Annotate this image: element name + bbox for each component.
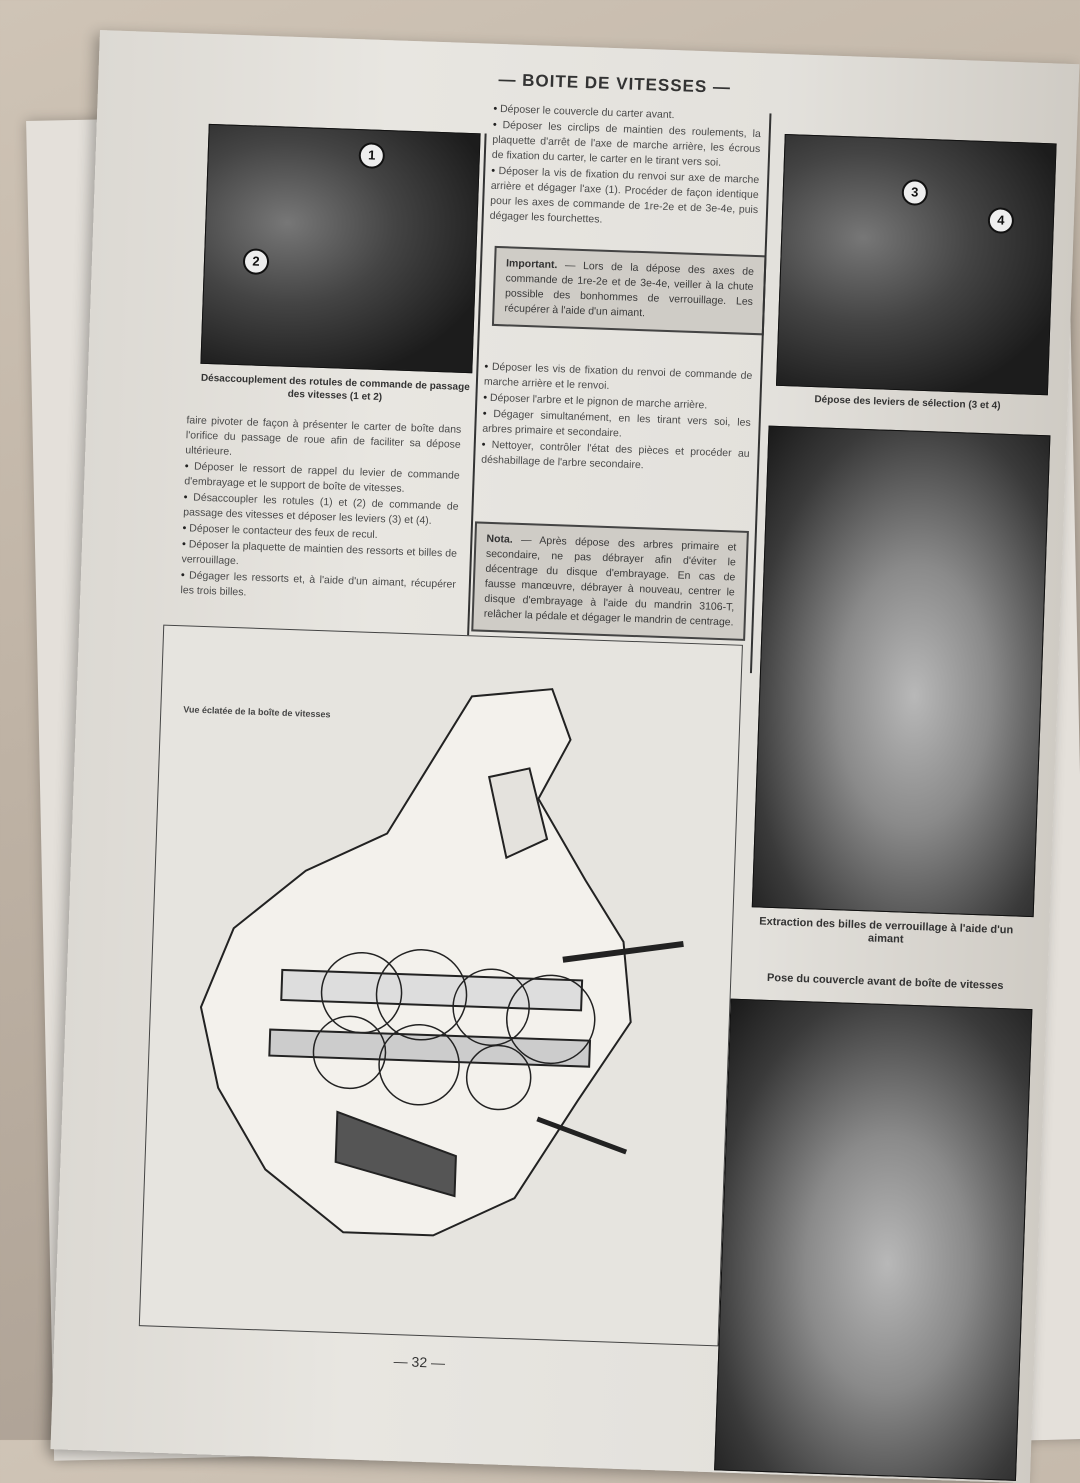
left-column-text: faire pivoter de façon à présenter le ca… [180, 413, 461, 608]
page-number: — 32 — [393, 1353, 446, 1371]
important-notice-box: Important. — Lors de la dépose des axes … [491, 245, 767, 336]
photo-image [777, 134, 1056, 395]
caption-selector-levers: Dépose des leviers de sélection (3 et 4) [814, 394, 1001, 412]
photo-ball-extraction [751, 425, 1051, 918]
photo-gear-linkage: 1 2 [200, 123, 481, 374]
caption-gear-linkage: Désaccouplement des rotules de commande … [200, 372, 470, 404]
caption-ball-extraction: Extraction des billes de verrouillage à … [759, 915, 1014, 946]
gearbox-illustration [199, 688, 684, 1237]
photo-image [752, 426, 1050, 917]
manual-page: — BOITE DE VITESSES — 1 2 Désaccouplemen… [50, 30, 1080, 1483]
bullet-item: Déposer la vis de fixation du renvoi sur… [489, 164, 760, 233]
nota-box: Nota. — Après dépose des arbres primaire… [471, 521, 749, 641]
bullet-item: Déposer les circlips de maintien des rou… [492, 118, 761, 172]
nota-label: Nota. [486, 532, 513, 546]
paragraph: faire pivoter de façon à présenter le ca… [185, 414, 462, 458]
nota-text: — Après dépose des arbres primaire et se… [483, 533, 737, 629]
right-column-text-bottom: Déposer les vis de fixation du renvoi de… [481, 360, 753, 478]
right-column-text-top: Déposer le couvercle du carter avant. Dé… [489, 102, 761, 234]
important-label: Important. [505, 257, 558, 272]
page-header: — BOITE DE VITESSES — [498, 69, 732, 98]
photo-front-cover [714, 998, 1033, 1481]
photo-image [201, 124, 480, 373]
photo-selector-levers: 3 4 [775, 133, 1057, 396]
exploded-view-diagram: Vue éclatée de la boîte de vitesses [138, 624, 743, 1347]
caption-front-cover: Pose du couvercle avant de boîte de vite… [766, 971, 1004, 993]
photo-image [715, 999, 1032, 1480]
